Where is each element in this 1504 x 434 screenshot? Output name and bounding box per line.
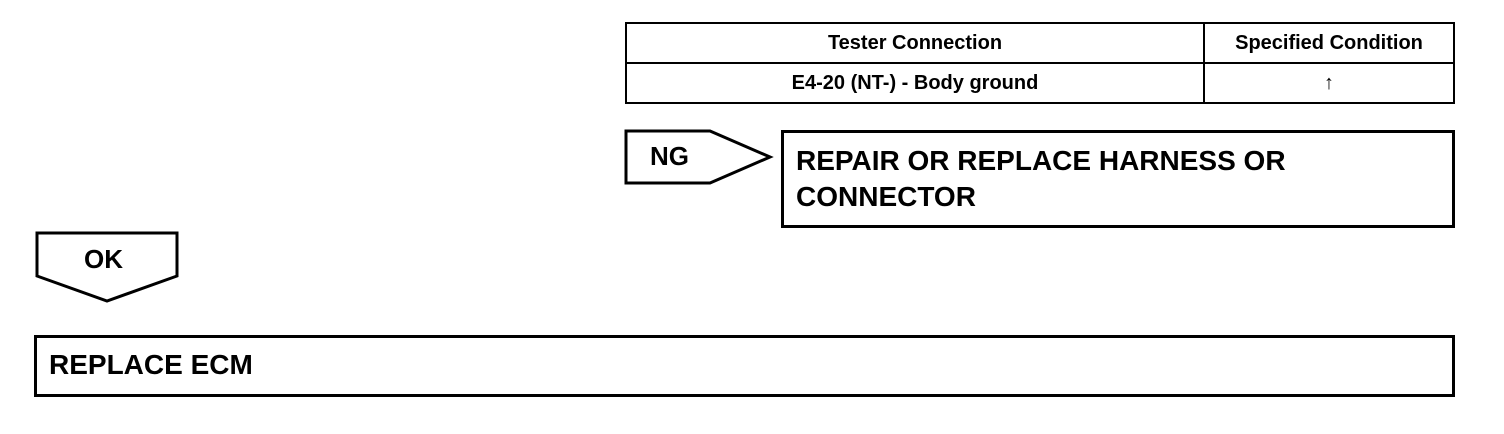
header-specified-condition: Specified Condition xyxy=(1203,22,1455,64)
ok-result-box: REPLACE ECM xyxy=(34,335,1455,397)
ng-result-text: REPAIR OR REPLACE HARNESS OR CONNECTOR xyxy=(796,145,1286,212)
ok-result-text: REPLACE ECM xyxy=(49,349,253,380)
spec-table: Tester Connection Specified Condition E4… xyxy=(625,22,1455,104)
ng-arrow-icon xyxy=(624,129,774,185)
cell-tester-connection: E4-20 (NT-) - Body ground xyxy=(625,62,1205,104)
ng-label: NG xyxy=(650,141,689,171)
table-header-row: Tester Connection Specified Condition xyxy=(625,22,1455,64)
table-row: E4-20 (NT-) - Body ground ↑ xyxy=(625,62,1455,104)
cell-specified-condition: ↑ xyxy=(1203,62,1455,104)
ok-label: OK xyxy=(84,244,123,274)
header-tester-connection: Tester Connection xyxy=(625,22,1205,64)
ok-down-arrow-icon xyxy=(35,231,179,303)
ng-result-box: REPAIR OR REPLACE HARNESS OR CONNECTOR xyxy=(781,130,1455,228)
